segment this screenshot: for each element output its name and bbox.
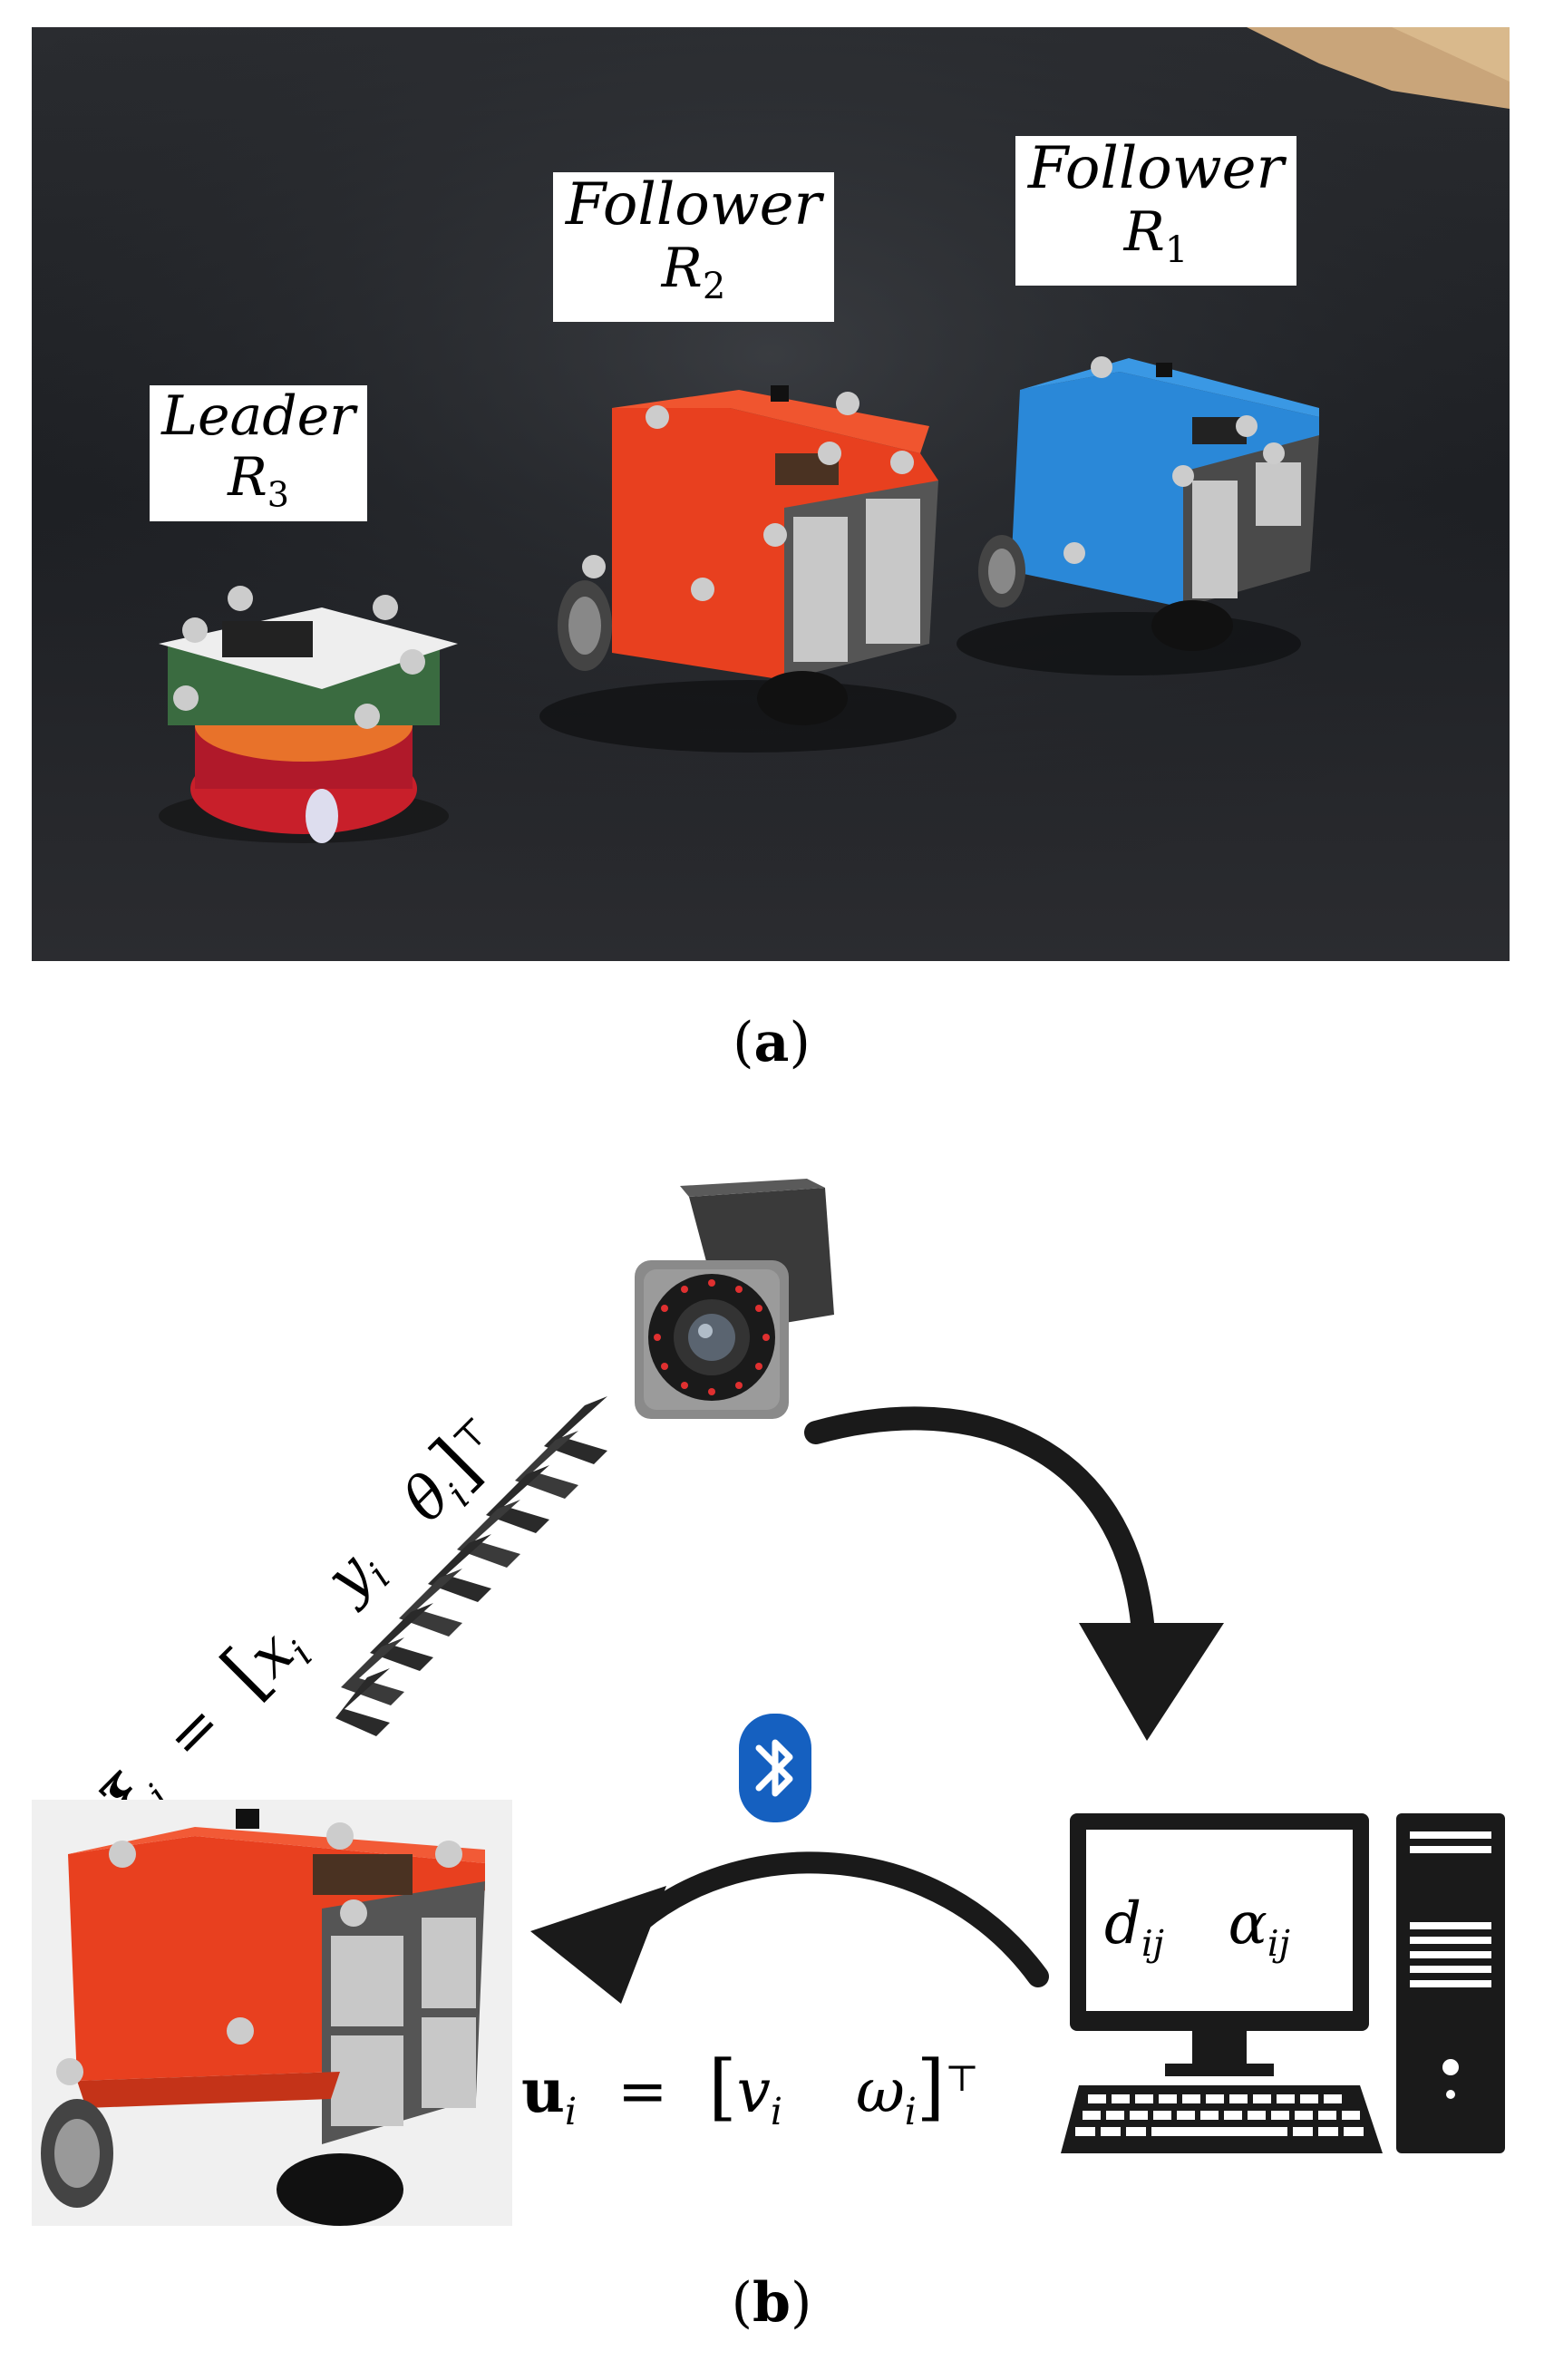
control-entry-omega-sub: i [905,2090,917,2133]
bluetooth-icon [739,1714,811,1822]
caption-b-letter: b [753,2271,791,2335]
control-lhs: u [521,2055,565,2126]
label-leader: Leader R3 [150,385,367,521]
monitor-alpha: α [1228,1890,1267,1957]
label-follower-r1: Follower R1 [1015,136,1296,286]
control-bracket-right: ] [917,2045,945,2129]
control-entry-omega: ω [856,2056,905,2126]
monitor-d: d [1104,1890,1141,1957]
control-bracket-left: [ [708,2045,736,2129]
computer-icon: dij αij [1061,1813,1514,2158]
label-leader-role: Leader [150,389,367,443]
control-entry-v: v [737,2056,771,2126]
caption-a-letter: a [754,1011,790,1074]
label-follower-r1-robot: R1 [1015,205,1296,268]
monitor-text: dij αij [1104,1890,1290,1965]
monitor-d-sub: ij [1141,1923,1164,1965]
label-follower-r2-robot: R2 [553,241,834,305]
label-follower-r2-role: Follower [553,176,834,234]
curved-arrow-computer-to-robot-icon [521,1822,1056,2049]
control-entry-v-sub: i [771,2090,782,2133]
computer-graphic [1061,1813,1514,2158]
pose-eq-sign: = [151,1689,236,1774]
control-eq-sign: = [617,2056,667,2126]
control-transpose: ⊤ [945,2058,979,2100]
caption-a: (a) [681,1011,862,1074]
monitor-alpha-sub: ij [1267,1923,1290,1965]
control-equation: ui = [vi ωi]⊤ [521,2045,979,2133]
caption-b: (b) [681,2271,862,2335]
control-lhs-sub: i [565,2090,577,2133]
label-follower-r1-role: Follower [1015,140,1296,198]
camera-icon [626,1179,843,1433]
panel-a-photo: Leader R3 Follower R2 Follower R1 [32,27,1510,961]
label-leader-robot: R3 [150,451,367,512]
label-follower-r2: Follower R2 [553,172,834,322]
robot-photo [32,1800,512,2226]
curved-arrow-camera-to-computer-icon [798,1396,1269,1777]
